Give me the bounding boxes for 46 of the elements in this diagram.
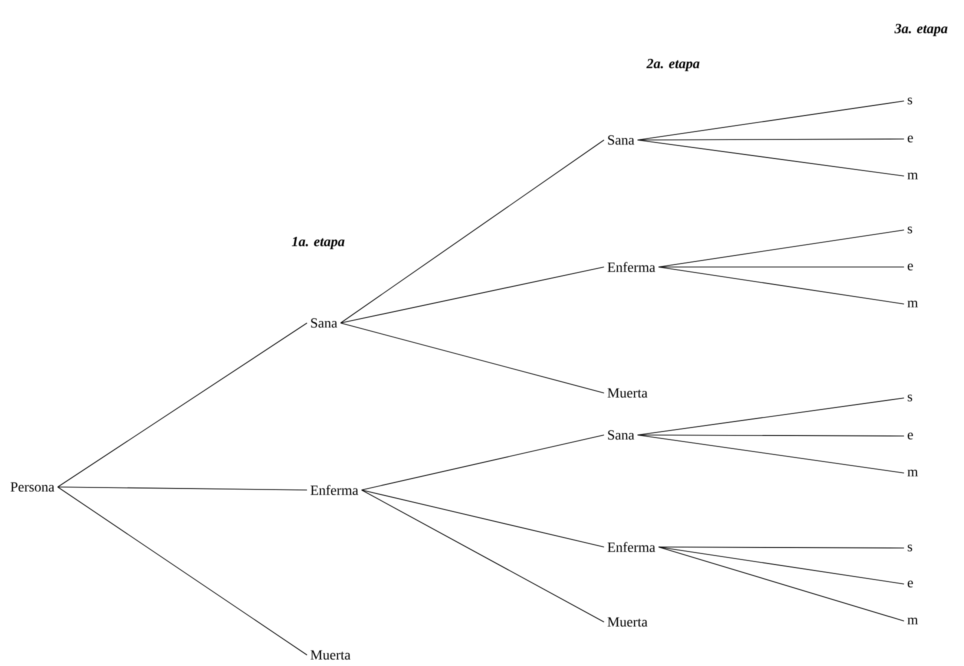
- branch-line: [340, 266, 604, 324]
- branch-line: [658, 546, 904, 622]
- outcome-label: Enferma: [608, 542, 656, 552]
- outcome-label: Muerta: [608, 617, 648, 627]
- outcome-label: m: [908, 618, 918, 624]
- branch-line: [57, 486, 308, 656]
- outcome-label: s: [908, 544, 912, 552]
- outcome-label: m: [908, 300, 918, 308]
- stage-heading: 3a. etapa: [894, 24, 948, 36]
- branch-line: [658, 266, 904, 268]
- outcome-label: Sana: [608, 135, 634, 145]
- branch-line: [637, 434, 904, 436]
- outcome-label: m: [908, 470, 918, 476]
- branch-line: [637, 138, 904, 140]
- branch-line: [57, 322, 308, 488]
- branch-line: [637, 434, 904, 474]
- branch-line: [658, 546, 904, 548]
- stage-heading: 1a. etapa: [292, 236, 344, 250]
- branch-line: [361, 490, 604, 622]
- outcome-label: Enferma: [608, 262, 656, 272]
- stage-heading: 2a. etapa: [646, 58, 700, 72]
- outcome-label: Persona: [10, 482, 54, 492]
- branch-line: [658, 546, 904, 584]
- branch-line: [361, 490, 604, 548]
- outcome-label: Enferma: [310, 485, 358, 495]
- outcome-label: Sana: [608, 430, 634, 440]
- outcome-label: m: [908, 172, 918, 180]
- outcome-label: s: [908, 98, 912, 104]
- branch-line: [658, 266, 904, 304]
- outcome-label: e: [908, 136, 913, 142]
- branch-line: [637, 140, 904, 176]
- outcome-label: e: [908, 580, 913, 588]
- branch-line: [361, 434, 604, 490]
- outcome-label: s: [908, 394, 912, 402]
- branch-line: [637, 398, 904, 436]
- branch-line: [340, 322, 604, 394]
- outcome-label: e: [908, 432, 913, 440]
- outcome-label: s: [908, 226, 912, 234]
- outcome-label: Sana: [311, 318, 338, 328]
- branch-line: [340, 140, 604, 324]
- outcome-label: Muerta: [608, 388, 648, 398]
- outcome-label: e: [908, 264, 913, 270]
- branch-line: [57, 486, 308, 490]
- branch-line: [658, 230, 904, 268]
- outcome-label: Muerta: [310, 650, 350, 660]
- branch-line: [637, 100, 904, 140]
